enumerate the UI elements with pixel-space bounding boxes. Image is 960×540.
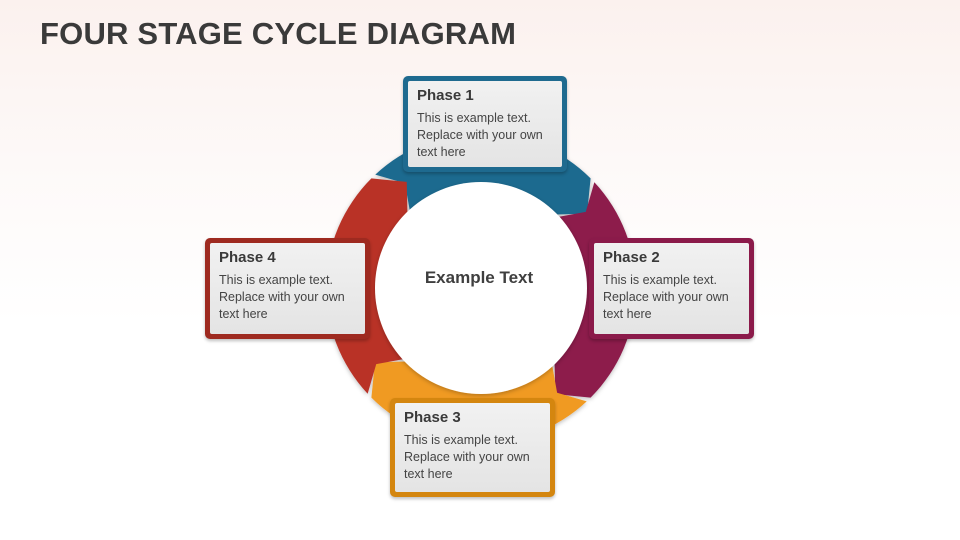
phase-3-title: Phase 3 — [404, 409, 461, 426]
phase-4-card: Phase 4 This is example text. Replace wi… — [205, 238, 370, 339]
phase-3-text: This is example text. Replace with your … — [404, 433, 530, 481]
phase-3-card: Phase 3 This is example text. Replace wi… — [390, 398, 555, 497]
phase-2-card: Phase 2 This is example text. Replace wi… — [589, 238, 754, 339]
phase-1-card: Phase 1 This is example text. Replace wi… — [403, 76, 567, 172]
phase-4-title: Phase 4 — [219, 249, 276, 266]
page-title: FOUR STAGE CYCLE DIAGRAM — [40, 16, 517, 51]
phase-1-title: Phase 1 — [417, 87, 474, 104]
phase-2-title: Phase 2 — [603, 249, 660, 266]
center-circle — [375, 182, 587, 394]
phase-2-text: This is example text. Replace with your … — [603, 273, 729, 321]
phase-1-text: This is example text. Replace with your … — [417, 111, 543, 159]
phase-4-text: This is example text. Replace with your … — [219, 273, 345, 321]
center-text: Example Text — [424, 268, 534, 287]
